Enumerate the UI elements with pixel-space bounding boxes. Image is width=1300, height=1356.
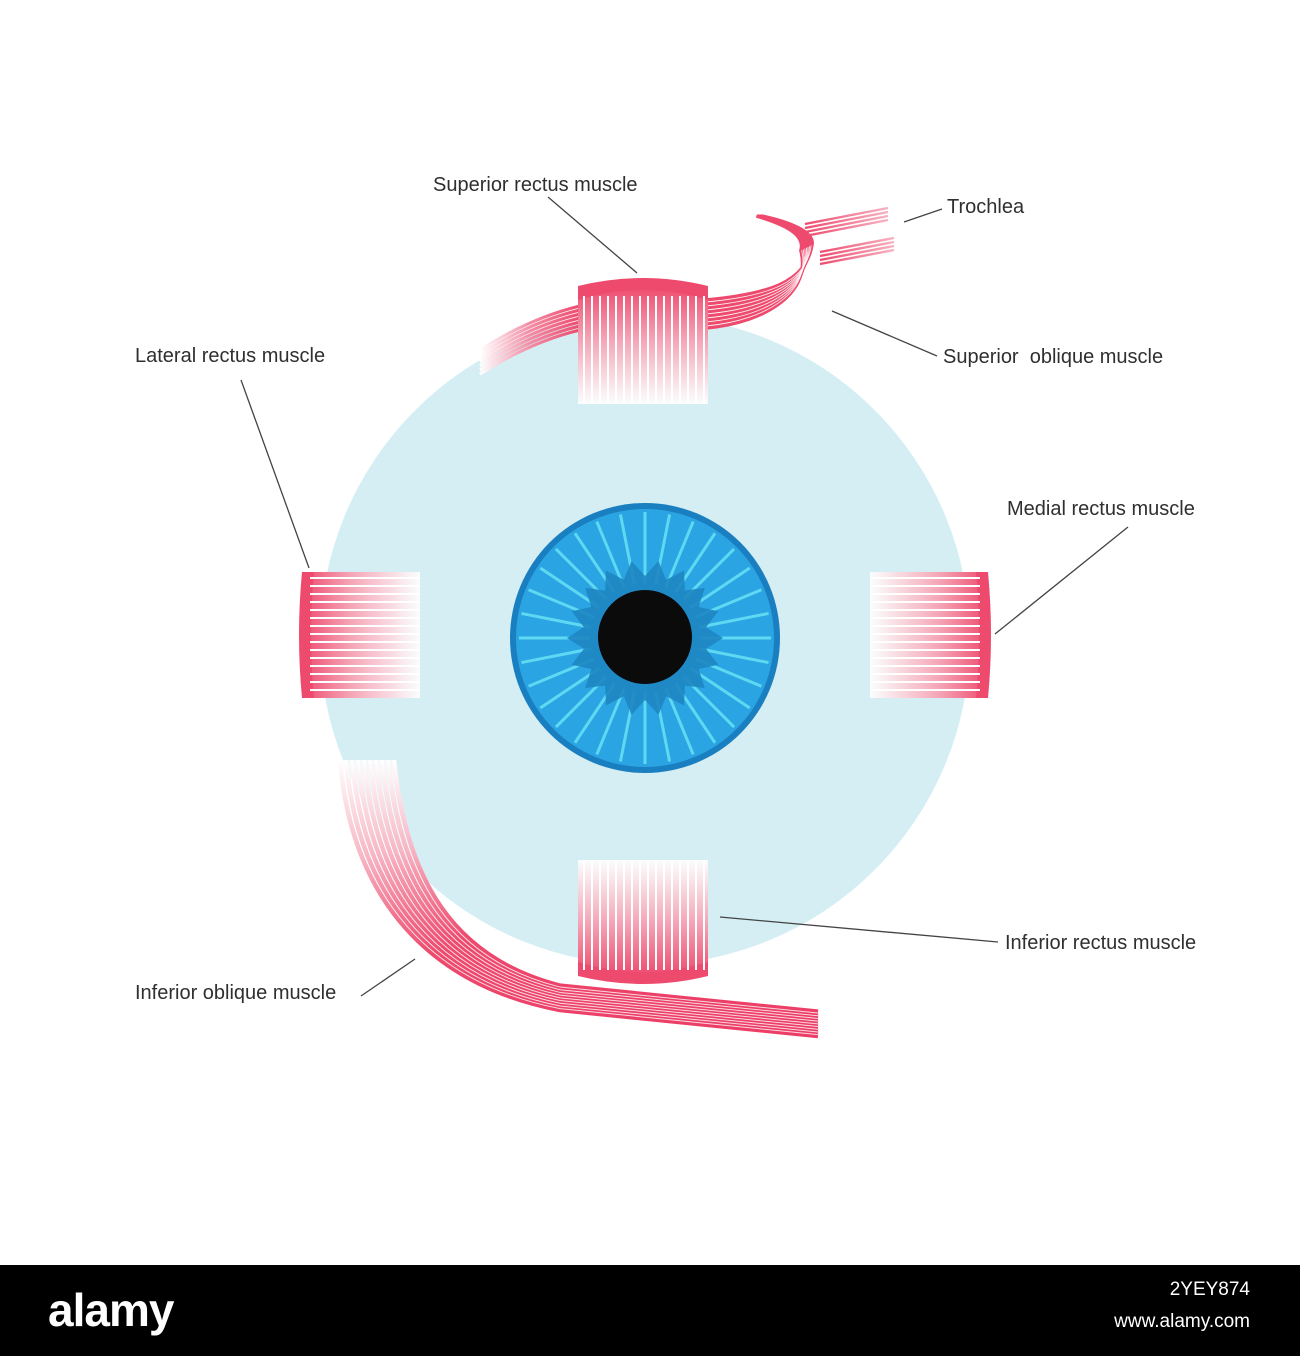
label-superior-oblique: Superior oblique muscle	[943, 346, 1164, 368]
pupil	[598, 590, 692, 684]
leader-inferior-rectus	[719, 916, 999, 943]
inferior-rectus-muscle	[578, 860, 708, 984]
leader-lines	[240, 196, 1129, 997]
alamy-logo: alamy	[48, 1284, 174, 1336]
site-url: www.alamy.com	[1114, 1311, 1250, 1332]
label-superior-rectus: Superior rectus muscle	[433, 174, 638, 196]
superior-oblique-muscle	[705, 214, 814, 330]
leader-lateral-rectus	[240, 379, 310, 569]
eye-muscles-diagram	[240, 196, 1129, 1039]
footer-bar: alamy 2YEY874 www.alamy.com	[0, 1265, 1300, 1356]
leader-trochlea	[903, 208, 943, 223]
superior-rectus-tail	[479, 304, 581, 376]
label-trochlea: Trochlea	[947, 196, 1025, 218]
label-medial-rectus: Medial rectus muscle	[1007, 498, 1195, 520]
label-inferior-rectus: Inferior rectus muscle	[1005, 932, 1197, 954]
inferior-oblique-muscle	[337, 759, 819, 1039]
medial-rectus-muscle	[870, 572, 991, 698]
leader-medial-rectus	[994, 526, 1129, 635]
leader-inferior-oblique	[360, 958, 416, 997]
label-lateral-rectus: Lateral rectus muscle	[135, 345, 326, 367]
lateral-rectus-muscle	[299, 572, 420, 698]
superior-rectus-muscle	[578, 278, 708, 404]
iris	[510, 503, 780, 773]
trochlea	[804, 206, 895, 266]
leader-superior-oblique	[831, 310, 938, 357]
image-id: 2YEY874	[1169, 1279, 1250, 1300]
label-inferior-oblique: Inferior oblique muscle	[135, 982, 337, 1004]
leader-superior-rectus	[547, 196, 638, 274]
